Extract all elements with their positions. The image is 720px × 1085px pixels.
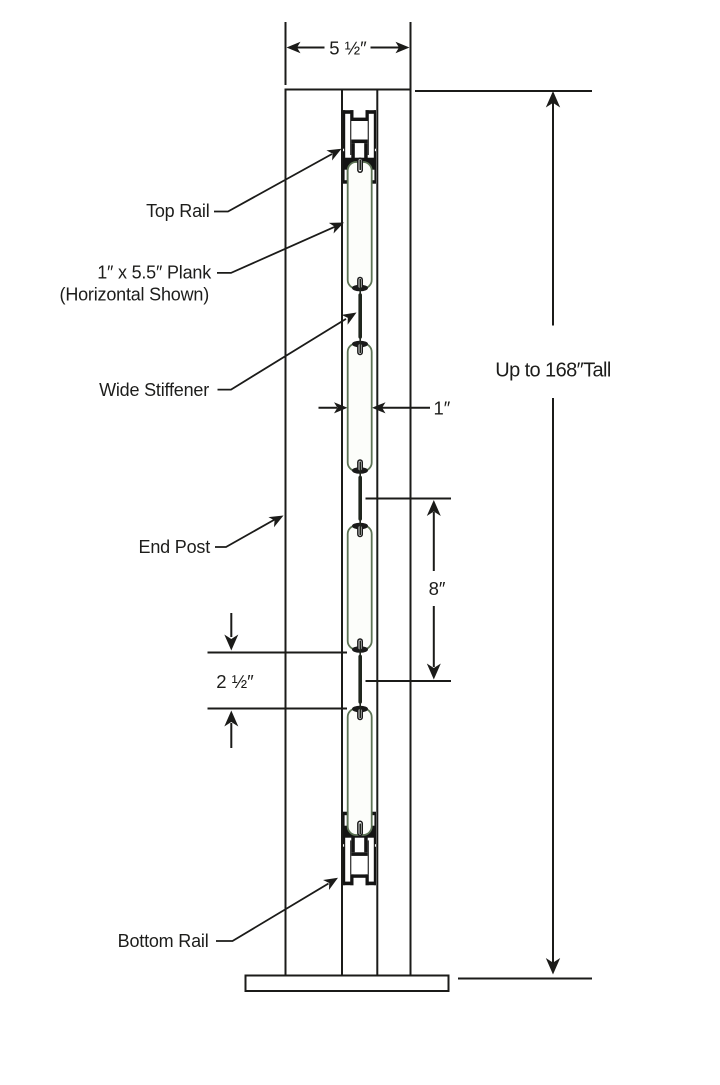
svg-text:2 ½″: 2 ½″ [216,671,254,692]
svg-text:1″: 1″ [434,398,451,419]
svg-text:End Post: End Post [139,537,211,557]
svg-text:Bottom Rail: Bottom Rail [118,931,209,951]
svg-text:8″: 8″ [429,578,446,599]
svg-text:(Horizontal Shown): (Horizontal Shown) [60,285,209,305]
svg-text:5 ½″: 5 ½″ [329,38,367,59]
svg-text:Wide Stiffener: Wide Stiffener [99,380,209,400]
svg-text:Top Rail: Top Rail [146,201,209,221]
svg-text:1″ x 5.5″ Plank: 1″ x 5.5″ Plank [97,263,212,283]
svg-text:Up to 168″Tall: Up to 168″Tall [495,360,611,382]
